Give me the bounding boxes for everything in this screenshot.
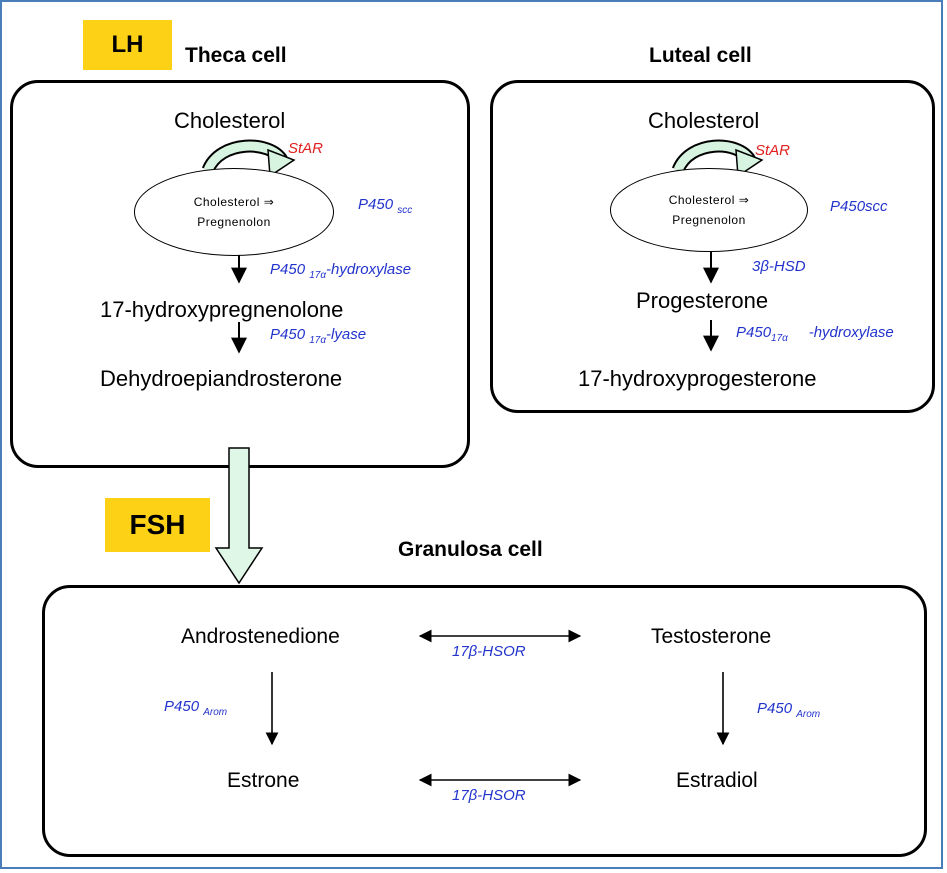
- lh-label: LH: [111, 31, 144, 58]
- theca-ellipse: Cholesterol ⇒ Pregnenolon: [134, 168, 334, 256]
- theca-ellipse-line2: Pregnenolon: [197, 215, 271, 229]
- granulosa-estradiol: Estradiol: [676, 769, 758, 792]
- fsh-label: FSH: [129, 509, 186, 540]
- theca-ellipse-line1: Cholesterol ⇒: [193, 195, 275, 209]
- theca-cholesterol: Cholesterol: [174, 108, 286, 133]
- luteal-cell-box: [490, 80, 935, 413]
- luteal-star-label: StAR: [755, 142, 791, 159]
- granulosa-androstenedione: Androstenedione: [181, 625, 340, 648]
- granulosa-hsor-top: 17β-HSOR: [452, 643, 526, 660]
- luteal-cell-title: Luteal cell: [649, 44, 752, 67]
- luteal-ellipse-line1: Cholesterol ⇒: [668, 193, 750, 207]
- luteal-ellipse: Cholesterol ⇒ Pregnenolon: [610, 168, 808, 252]
- luteal-intermediate: Progesterone: [636, 288, 769, 313]
- luteal-hsd: 3β-HSD: [752, 258, 806, 275]
- luteal-hydroxylase: P45017α -hydroxylase: [736, 324, 894, 344]
- granulosa-testosterone: Testosterone: [651, 625, 772, 648]
- granulosa-cell-box: [42, 585, 927, 857]
- theca-intermediate: 17-hydroxypregnenolone: [100, 297, 344, 322]
- theca-cell-title: Theca cell: [185, 44, 287, 67]
- granulosa-arom-left: P450 Arom: [164, 698, 228, 718]
- granulosa-hsor-bottom: 17β-HSOR: [452, 787, 526, 804]
- granulosa-cell-title: Granulosa cell: [398, 538, 543, 561]
- luteal-product: 17-hydroxyprogesterone: [578, 366, 817, 391]
- theca-star-label: StAR: [288, 140, 324, 157]
- transfer-arrow: [214, 447, 264, 585]
- fsh-badge: FSH: [105, 498, 210, 552]
- theca-p450scc: P450 scc: [358, 196, 413, 216]
- luteal-ellipse-line2: Pregnenolon: [672, 213, 746, 227]
- theca-hydroxylase: P450 17α-hydroxylase: [270, 261, 412, 281]
- granulosa-arom-right: P450 Arom: [757, 700, 821, 720]
- theca-product: Dehydroepiandrosterone: [100, 366, 343, 391]
- luteal-p450scc: P450scc: [830, 198, 888, 215]
- lh-badge: LH: [83, 20, 172, 70]
- granulosa-estrone: Estrone: [227, 769, 300, 792]
- luteal-cholesterol: Cholesterol: [648, 108, 760, 133]
- theca-lyase: P450 17α-lyase: [270, 326, 367, 346]
